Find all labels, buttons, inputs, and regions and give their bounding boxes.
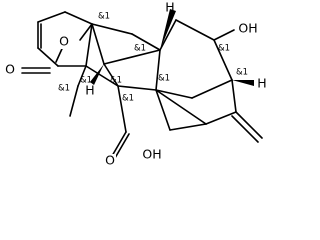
bond [159,19,177,51]
bond [64,11,93,25]
molecule-structure: O O OH OH O H H H &1 &1 &1 &1 &1 &1 &1 &… [4,0,267,168]
bond-layer [21,11,263,159]
stereo-label: &1 [58,84,70,94]
hydroxyl-label: OH [238,21,257,36]
wedge-bond [232,80,254,86]
bond [37,47,59,67]
bond [169,123,207,131]
hydrogen-label: H [257,76,266,91]
bond [117,85,157,91]
bond [155,89,171,131]
bond [37,11,66,23]
bond [111,131,127,157]
stereo-label: &1 [98,12,110,22]
bond [213,29,235,41]
bond [91,23,133,35]
bond [155,49,161,91]
bond [235,111,263,139]
stereo-label: &1 [218,44,230,54]
bond [155,89,193,99]
stereo-label: &1 [134,44,146,54]
wedge-bond [160,9,176,50]
bond [85,23,93,67]
bond [213,39,233,81]
bond [231,79,237,113]
hydrogen-label: H [165,0,174,15]
stereo-label: &1 [236,68,248,78]
bond [103,63,119,87]
ring-oxygen-label: O [59,34,69,49]
wedge-bond [90,64,104,85]
stereo-label: &1 [122,94,134,104]
acid-hydroxyl-label: OH [142,147,161,162]
bond [69,85,79,117]
hydrogen-label: H [85,83,94,98]
bond [155,89,207,125]
stereo-label: &1 [158,74,170,84]
bond [85,65,119,87]
bond [91,23,105,65]
bond [205,111,237,125]
bond [175,19,215,41]
stereo-label: &1 [80,76,92,86]
bond [79,23,93,41]
stereo-label: &1 [110,76,122,86]
wedge-layer [90,9,254,86]
bond [131,33,161,51]
bond [191,79,233,99]
bond [117,85,127,133]
bond [77,65,87,87]
bond [103,49,161,65]
carbonyl-oxygen-label: O [5,62,15,77]
stereo-label-layer: &1 &1 &1 &1 &1 &1 &1 &1 &1 [58,12,248,104]
bond [231,115,259,143]
atom-label-layer: O O OH OH O H H H [4,0,267,168]
bond [114,133,130,159]
carboxyl-oxygen-label: O [105,153,115,168]
